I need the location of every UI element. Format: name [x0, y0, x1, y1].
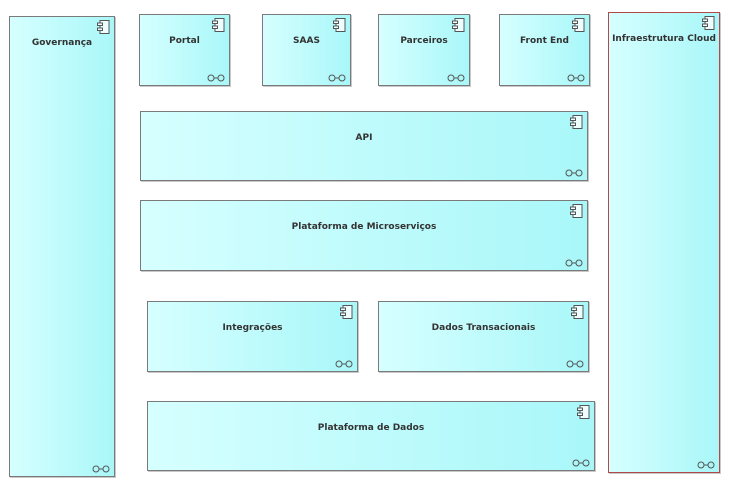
plataforma-microservicos-component[interactable]: Plataforma de Microserviços [140, 200, 588, 271]
link-icon [207, 74, 225, 82]
link-icon [567, 74, 585, 82]
component-label: API [355, 133, 373, 143]
infraestrutura-cloud-component[interactable]: Infraestrutura Cloud [608, 12, 720, 473]
component-icon [212, 18, 225, 32]
link-icon [335, 360, 353, 368]
link-icon [328, 74, 346, 82]
component-icon [577, 405, 590, 419]
component-icon [340, 305, 353, 319]
component-label: Portal [169, 36, 200, 46]
component-label: Infraestrutura Cloud [612, 34, 716, 44]
component-icon [570, 115, 583, 129]
saas-component[interactable]: SAAS [262, 14, 351, 86]
parceiros-component[interactable]: Parceiros [378, 14, 470, 86]
link-icon [572, 459, 590, 467]
component-icon [452, 18, 465, 32]
portal-component[interactable]: Portal [139, 14, 230, 86]
component-icon [97, 20, 110, 34]
link-icon [566, 360, 584, 368]
link-icon [447, 74, 465, 82]
component-label: Governança [31, 38, 93, 48]
component-label: Plataforma de Microserviços [291, 222, 437, 232]
component-label: Front End [519, 36, 570, 46]
link-icon [565, 169, 583, 177]
link-icon [565, 259, 583, 267]
component-icon [572, 18, 585, 32]
api-component[interactable]: API [140, 111, 588, 181]
integracoes-component[interactable]: Integrações [147, 301, 358, 372]
component-icon [702, 16, 715, 30]
component-label: Parceiros [400, 36, 448, 46]
component-label: Integrações [222, 323, 283, 333]
front-end-component[interactable]: Front End [499, 14, 590, 86]
dados-transacionais-component[interactable]: Dados Transacionais [378, 301, 589, 372]
component-label: Plataforma de Dados [317, 423, 425, 433]
component-label: Dados Transacionais [431, 323, 536, 333]
link-icon [697, 461, 715, 469]
link-icon [92, 465, 110, 473]
component-icon [570, 204, 583, 218]
governanca-component[interactable]: Governança [9, 16, 115, 477]
component-icon [571, 305, 584, 319]
component-icon [333, 18, 346, 32]
component-label: SAAS [293, 36, 320, 46]
plataforma-dados-component[interactable]: Plataforma de Dados [147, 401, 595, 471]
